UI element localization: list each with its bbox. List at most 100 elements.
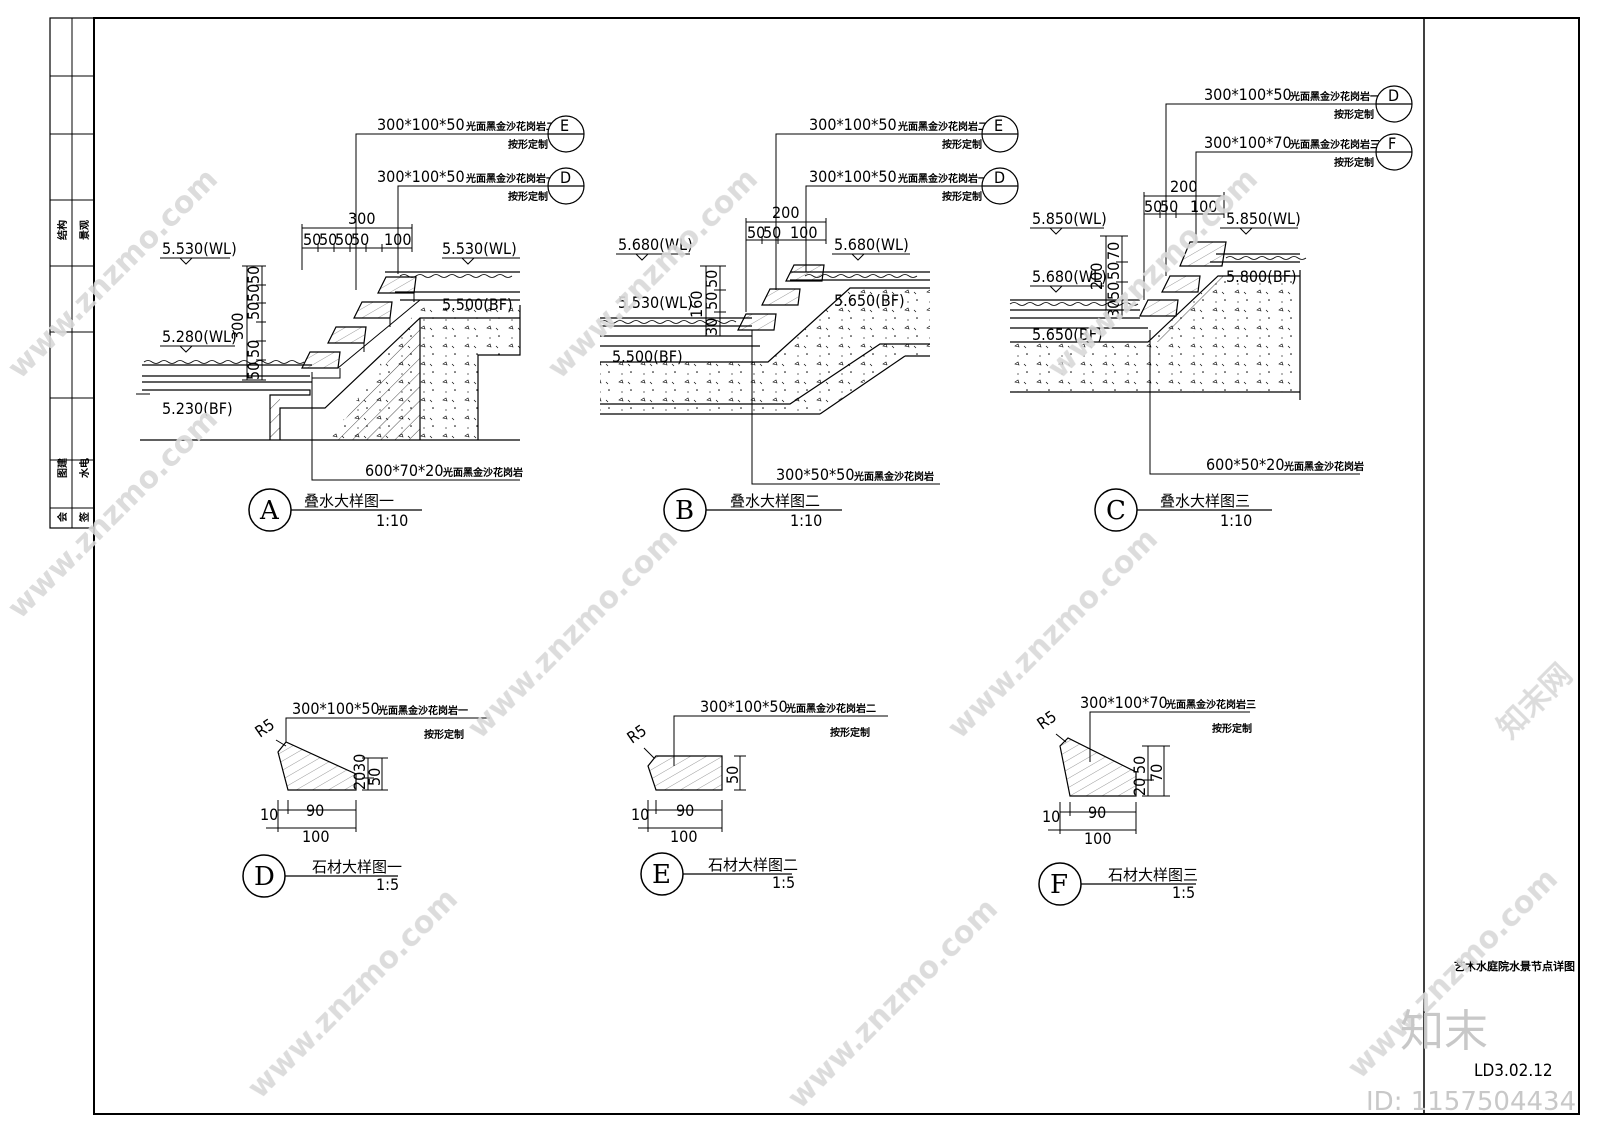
level-c-bf-upper: 5.800(BF) (1226, 267, 1297, 286)
level-a-upper-left: 5.530(WL) (162, 239, 237, 258)
dim-b-v-50b: 50 (702, 270, 721, 288)
dim-c-h-100: 100 (1190, 197, 1217, 216)
detail-d: R5 20 30 50 10 90 100 300*100*50 光面黑金沙花岗… (242, 699, 490, 898)
dim-a-h-300: 300 (348, 209, 375, 228)
detail-a-name: 叠水大样图一 (304, 492, 394, 510)
level-markers-a (136, 257, 520, 395)
left-strip-labels: 结构 景观 图建 水电 会 签 (56, 220, 91, 523)
level-b-bf-upper: 5.650(BF) (834, 291, 905, 310)
level-a-bf-upper: 5.500(BF) (442, 295, 513, 314)
dim-d-radius: R5 (251, 715, 278, 742)
watermark-brand: 知末网 (1491, 657, 1579, 745)
strip-label-structure: 结构 (56, 220, 69, 240)
watermark-site-4: www.znzmo.com (1, 402, 225, 626)
callout-a-2-size: 300*100*50 (377, 167, 465, 186)
watermark-site-1: www.znzmo.com (1, 162, 225, 386)
dim-b-v-30: 30 (702, 318, 721, 336)
dim-f-v-20: 20 (1130, 778, 1149, 796)
callout-a-3-material: 光面黑金沙花岗岩 (442, 466, 523, 479)
dim-a-v-50c: 50 (244, 302, 263, 320)
callout-f-note: 按形定制 (1212, 722, 1252, 735)
level-c-upper-left: 5.850(WL) (1032, 209, 1107, 228)
level-b-upper-left: 5.680(WL) (618, 235, 693, 254)
detail-e-scale: 1:5 (772, 873, 795, 892)
dim-b-h-50b: 50 (763, 223, 781, 242)
dim-d-v-30: 30 (350, 754, 369, 772)
sheet-frame (49, 17, 1580, 1115)
level-a-upper-right: 5.530(WL) (442, 239, 517, 258)
callout-b-3-size: 300*50*50 (776, 465, 854, 484)
detail-a-scale: 1:10 (376, 511, 408, 530)
level-c-upper-right: 5.850(WL) (1226, 209, 1301, 228)
dim-f-v-50: 50 (1130, 756, 1149, 774)
callout-a-3-size: 600*70*20 (365, 461, 443, 480)
level-a-lower: 5.280(WL) (162, 327, 237, 346)
dim-b-h-100: 100 (790, 223, 817, 242)
detail-e-name: 石材大样图二 (708, 856, 798, 874)
strip-label-countersign-2: 签 (78, 511, 91, 523)
callout-d-note: 按形定制 (424, 728, 464, 741)
level-a-bf-lower: 5.230(BF) (162, 399, 233, 418)
dim-e-v-50: 50 (723, 766, 742, 784)
level-b-bf-lower: 5.500(BF) (612, 347, 683, 366)
callout-b-2-size: 300*100*50 (809, 167, 897, 186)
callout-b-1-material: 光面黑金沙花岗岩二 (897, 120, 988, 133)
detail-d-letter: D (254, 862, 275, 892)
dim-d-h-10: 10 (260, 805, 278, 824)
dim-e-radius: R5 (623, 721, 650, 748)
callout-a-1-material: 光面黑金沙花岗岩二 (465, 120, 556, 133)
watermark-site-7: www.znzmo.com (241, 882, 465, 1106)
callout-c-1-size: 300*100*50 (1204, 85, 1292, 104)
callout-a-1-note: 按形定制 (508, 138, 548, 151)
dim-c-v-70: 70 (1104, 242, 1123, 260)
detail-e-letter: E (652, 860, 671, 890)
detail-c: 5.850(WL) 5.850(WL) 5.800(BF) 5.680(WL) … (1009, 85, 1413, 532)
callout-c-2-size: 300*100*70 (1204, 133, 1292, 152)
dim-c-h-200: 200 (1170, 177, 1197, 196)
dim-a-h-50b: 50 (319, 230, 337, 249)
detail-e: R5 50 10 90 100 300*100*50 光面黑金沙花岗岩二 按形定… (623, 697, 888, 896)
callout-b-2-note: 按形定制 (942, 190, 982, 203)
dim-c-v-30: 30 (1104, 300, 1123, 318)
strip-label-architecture: 图建 (56, 457, 69, 478)
detail-d-name: 石材大样图一 (312, 858, 402, 876)
ref-b-1: E (994, 116, 1003, 135)
detail-b-name: 叠水大样图二 (730, 492, 820, 510)
dim-d-v-50: 50 (365, 768, 384, 786)
detail-b-letter: B (675, 496, 694, 526)
ref-b-2: D (994, 168, 1005, 187)
callout-d-size: 300*100*50 (292, 699, 380, 718)
ref-a-1: E (560, 116, 569, 135)
dim-a-v-50b: 50 (244, 340, 263, 358)
dim-f-h-100: 100 (1084, 829, 1111, 848)
strip-label-mep: 水电 (78, 458, 91, 479)
callout-b-2-material: 光面黑金沙花岗岩一 (897, 172, 988, 185)
level-b-upper-right: 5.680(WL) (834, 235, 909, 254)
dim-a-h-50a: 50 (303, 230, 321, 249)
dim-c-h-50b: 50 (1160, 197, 1178, 216)
callout-b-1-size: 300*100*50 (809, 115, 897, 134)
dim-a-h-50d: 50 (351, 230, 369, 249)
dim-a-h-50c: 50 (335, 230, 353, 249)
dim-c-v-50b: 50 (1104, 262, 1123, 280)
detail-b-scale: 1:10 (790, 511, 822, 530)
dim-e-h-10: 10 (631, 805, 649, 824)
callout-c-3-material: 光面黑金沙花岗岩 (1283, 460, 1364, 473)
ref-a-2: D (560, 168, 571, 187)
dim-b-v-50a: 50 (702, 292, 721, 310)
dim-d-v-20: 20 (350, 772, 369, 790)
dim-d-h-100: 100 (302, 827, 329, 846)
ref-c-2: F (1388, 134, 1396, 153)
detail-f-scale: 1:5 (1172, 883, 1195, 902)
callout-c-2-material: 光面黑金沙花岗岩三 (1289, 138, 1380, 151)
dim-b-h-50a: 50 (747, 223, 765, 242)
callout-c-3-size: 600*50*20 (1206, 455, 1284, 474)
detail-a: 5.530(WL) 5.530(WL) 5.500(BF) 5.280(WL) … (136, 115, 585, 532)
dim-f-h-90: 90 (1088, 803, 1106, 822)
dim-a-v-50e: 50 (244, 266, 263, 284)
dim-a-v-50d: 50 (244, 284, 263, 302)
dim-f-h-10: 10 (1042, 807, 1060, 826)
watermark-site-8: www.znzmo.com (781, 892, 1005, 1116)
detail-c-name: 叠水大样图三 (1160, 492, 1250, 510)
